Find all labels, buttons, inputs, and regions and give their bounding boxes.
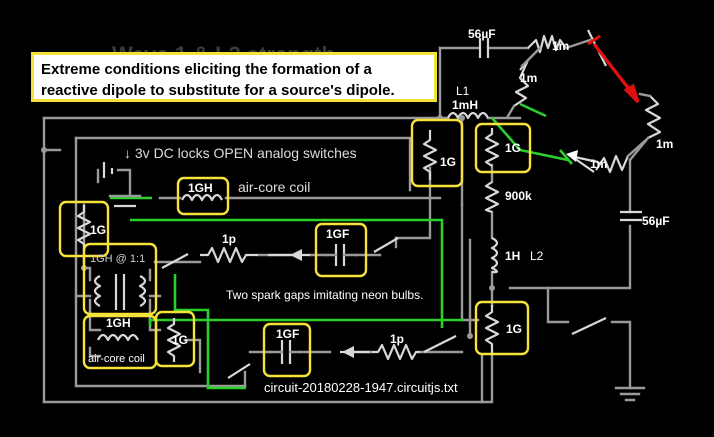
spark-note: Two spark gaps imitating neon bulbs. xyxy=(226,288,423,302)
cap-right xyxy=(620,210,642,222)
inductor-l1 xyxy=(447,111,489,120)
res-1g-mid-shape xyxy=(166,318,182,362)
cap-1gf-top-shape xyxy=(324,244,358,266)
coil-bottom-shape xyxy=(97,333,139,342)
inductor-l1-value: 1mH xyxy=(452,98,478,112)
switches xyxy=(161,237,607,379)
res-bridge-right-label: 1m xyxy=(656,137,673,151)
callout-box: Extreme conditions eliciting the formati… xyxy=(31,52,437,102)
cap-1gf-bottom-label: 1GF xyxy=(276,327,299,341)
res-900k-label: 900k xyxy=(505,189,532,203)
res-900k-shape xyxy=(484,181,500,214)
res-1g-br-shape xyxy=(484,305,500,355)
bridge xyxy=(506,29,662,174)
res-1g-a-shape xyxy=(422,130,438,180)
cap-1gf-bottom-shape xyxy=(268,340,302,364)
inductor-l2-shape xyxy=(490,237,499,274)
component-labels: 56µF 1m 1m 1m 1m L1 1mH 1G 1G 900k 1H L2… xyxy=(88,27,673,395)
callout-line-1: Extreme conditions eliciting the formati… xyxy=(41,61,372,78)
res-bridge-bottom-label: 1m xyxy=(590,157,607,171)
callout-line-2: reactive dipole to substitute for a sour… xyxy=(41,82,395,99)
inductor-l2-name: L2 xyxy=(530,249,544,263)
dc-source xyxy=(96,162,142,208)
coil-bottom-name: air-core coil xyxy=(88,353,145,365)
res-1g-left-shape xyxy=(76,205,92,250)
inductor-l1-name: L1 xyxy=(456,84,470,98)
cap-right-label: 56µF xyxy=(642,214,670,228)
res-1p-bottom-label: 1p xyxy=(390,332,404,346)
highlight-boxes xyxy=(58,118,532,378)
res-bridge-left-label: 1m xyxy=(520,71,537,85)
res-1p-top-shape xyxy=(200,246,310,264)
cap-top-label: 56µF xyxy=(468,27,496,41)
res-1p-top-label: 1p xyxy=(222,232,236,246)
transformer-shape xyxy=(93,274,147,310)
res-1g-a-label: 1G xyxy=(440,155,456,169)
coil-top-name: air-core coil xyxy=(238,179,310,195)
res-1p-bottom-shape xyxy=(340,343,420,361)
transformer-label: 1GH @ 1:1 xyxy=(90,253,145,265)
res-bridge-top-label: 1m xyxy=(552,39,569,53)
filename-label: circuit-20180228-1947.circuitjs.txt xyxy=(264,380,458,395)
res-1g-br-label: 1G xyxy=(506,322,522,336)
res-1g-left-label: 1G xyxy=(90,223,106,237)
res-1g-mid-label: 1G xyxy=(172,333,188,347)
inductor-l2-value: 1H xyxy=(505,249,520,263)
cap-top xyxy=(478,38,490,58)
coil-bottom-value: 1GH xyxy=(106,316,131,330)
cap-1gf-top-label: 1GF xyxy=(326,227,349,241)
res-1g-b-shape xyxy=(484,128,500,167)
coil-top-value: 1GH xyxy=(188,181,213,195)
coil-top-shape xyxy=(181,193,223,202)
dc-note: ↓ 3v DC locks OPEN analog switches xyxy=(124,145,357,161)
res-1g-b-label: 1G xyxy=(505,141,521,155)
switch-control-wires xyxy=(110,102,573,390)
